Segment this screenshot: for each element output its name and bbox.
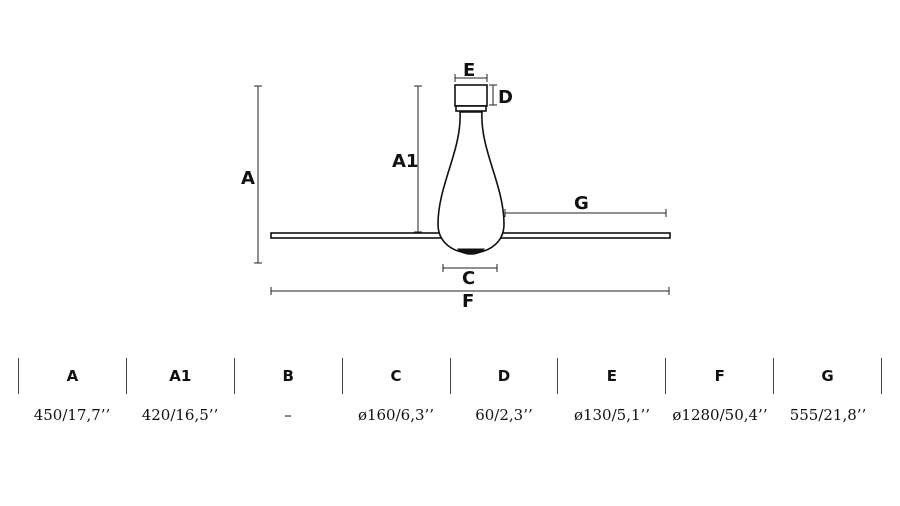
header-e: E [557,358,665,394]
label-a: A [241,168,255,189]
value-e: ø130/5,1’’ [573,406,651,424]
dimension-table: A A1 B C D E F G 450/17,7’’ 420/16,5’’ –… [18,358,882,424]
dimension-g: G [504,193,667,217]
value-b: – [284,406,292,424]
dimension-a: A [241,85,262,264]
label-e: E [463,60,475,81]
motor-body [437,111,505,254]
header-a: A [18,358,126,394]
bottom-cap [457,248,485,255]
value-a: 450/17,7’’ [33,406,111,424]
label-c: C [462,268,475,289]
dimension-d: D [489,84,513,108]
value-d: 60/2,3’’ [475,406,533,424]
header-d: D [449,358,558,394]
dimension-f: F [270,287,670,312]
dimension-c: C [442,264,498,289]
label-d: D [498,87,513,108]
label-g: G [574,193,589,214]
label-f: F [462,291,474,312]
header-a1: A1 [125,358,234,394]
header-f: F [665,358,773,394]
canopy-collar [455,105,487,112]
dimension-e: E [454,60,488,82]
value-c: ø160/6,3’’ [357,406,435,424]
right-blade [498,232,671,239]
value-a1: 420/16,5’’ [141,406,219,424]
header-g: G [773,358,882,394]
value-f: ø1280/50,4’’ [672,406,768,424]
header-c: C [341,358,450,394]
canopy [454,84,488,107]
header-b: B [233,358,342,394]
fan-dimension-diagram: A A1 E D G C [241,60,671,312]
label-a1: A1 [392,151,418,172]
table-value-row: 450/17,7’’ 420/16,5’’ – ø160/6,3’’ 60/2,… [18,406,882,424]
dimension-a1: A1 [392,85,422,233]
table-header-row: A A1 B C D E F G [18,358,882,394]
value-g: 555/21,8’’ [789,406,867,424]
left-blade [270,232,444,239]
